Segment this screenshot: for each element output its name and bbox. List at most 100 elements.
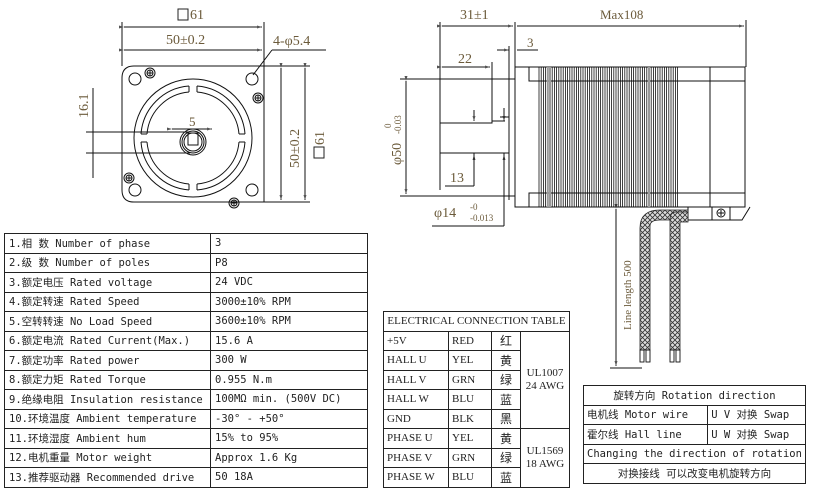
spec-label: 2.级 数 Number of poles: [4, 252, 211, 273]
spec-label: 11.环境湿度 Ambient hum: [4, 428, 211, 449]
rotation-direction-table: 旋转方向 Rotation direction 电机线 Motor wire U…: [582, 385, 806, 484]
wire-color-cn: 黄: [491, 428, 521, 449]
spec-value: P8: [210, 252, 368, 273]
rotation-action: U W 对换 Swap: [707, 424, 806, 445]
spec-label: 5.空转转速 No Load Speed: [4, 311, 211, 332]
rotation-item: 霍尔线 Hall line: [582, 424, 709, 445]
wire-color-cn: 绿: [491, 447, 521, 468]
screw-icon: [144, 67, 156, 79]
dim-50: 50±0.2: [166, 33, 205, 48]
dim-phi14-tol-lower: -0.013: [470, 213, 494, 223]
rotation-item: 电机线 Motor wire: [582, 404, 709, 425]
shaft-key: [187, 132, 199, 146]
table-row: 10.环境温度 Ambient temperature-30° - +50°: [4, 408, 368, 429]
dim-key: 5: [189, 114, 196, 129]
dim-phi50-tol-lower: -0.03: [393, 115, 403, 134]
wire-color: BLK: [448, 408, 492, 429]
spec-label: 4.额定转速 Rated Speed: [4, 291, 211, 312]
table-row: 6.额定电流 Rated Current(Max.)15.6 A: [4, 330, 368, 351]
signal-name: GND: [383, 408, 449, 429]
screw-icon: [252, 92, 264, 104]
spec-label: 7.额定功率 Rated power: [4, 350, 211, 371]
wire-color: GRN: [448, 447, 492, 468]
mount-hole: [245, 72, 259, 86]
slot-ring-inner: [146, 91, 240, 185]
spec-value: 3: [210, 233, 368, 254]
spec-value: -30° - +50°: [210, 408, 368, 429]
wire-color: YEL: [448, 428, 492, 449]
rotation-action: U V 对换 Swap: [707, 404, 806, 425]
dim-phi50-tol-upper: 0: [383, 123, 393, 128]
spec-value: 0.955 N.m: [210, 369, 368, 390]
signal-name: HALL W: [383, 389, 449, 410]
slot-ring-outer: [140, 85, 246, 191]
spec-value: 50 18A: [210, 467, 368, 488]
wire-color: GRN: [448, 369, 492, 390]
dim-61-v: 61: [313, 131, 328, 145]
screw-icon: [123, 172, 135, 184]
square-symbol-icon: [313, 146, 325, 159]
spec-value: Approx 1.6 Kg: [210, 447, 368, 468]
dim-61: 61: [190, 8, 204, 23]
rotation-note-cn: 对换接线 可以改变电机旋转方向: [583, 463, 806, 484]
dim-31: 31±1: [460, 8, 489, 23]
spec-value: 15% to 95%: [210, 428, 368, 449]
spec-label: 13.推荐驱动器 Recommended drive: [4, 467, 211, 488]
cable-1: [639, 209, 689, 351]
wire-spec-line: 24 AWG: [525, 379, 565, 392]
square-symbol-icon: [177, 8, 189, 21]
spec-value: 300 W: [210, 350, 368, 371]
wire-color-cn: 蓝: [491, 389, 521, 410]
wire-color: YEL: [448, 350, 492, 371]
table-row: 霍尔线 Hall line U W 对换 Swap: [582, 424, 806, 445]
screw-icon: [228, 197, 240, 209]
wire-color: RED: [448, 330, 492, 351]
table-row: 电机线 Motor wire U V 对换 Swap: [582, 404, 806, 425]
wire-color-cn: 黄: [491, 350, 521, 371]
mount-hole: [245, 183, 259, 197]
rotation-note-en: Changing the direction of rotation: [583, 443, 806, 464]
outer-ring: [133, 78, 253, 198]
signal-name: PHASE V: [383, 447, 449, 468]
dim-phi50: φ50: [390, 143, 405, 165]
spec-label: 3.额定电压 Rated voltage: [4, 272, 211, 293]
spec-value: 24 VDC: [210, 272, 368, 293]
dim-13: 13: [450, 171, 464, 186]
spec-value: 3000±10% RPM: [210, 291, 368, 312]
mount-hole: [128, 72, 142, 86]
spec-label: 1.相 数 Number of phase: [4, 233, 211, 254]
dim-phi14: φ14: [434, 206, 456, 221]
dim-phi14-tol-upper: -0: [470, 202, 478, 212]
spec-value: 3600±10% RPM: [210, 311, 368, 332]
wire-color-cn: 红: [491, 330, 521, 351]
dim-max108: Max108: [600, 7, 643, 22]
spec-label: 9.绝缘电阻 Insulation resistance: [4, 389, 211, 410]
spec-value: 15.6 A: [210, 330, 368, 351]
dim-50-v: 50±0.2: [288, 129, 303, 168]
signal-name: HALL U: [383, 350, 449, 371]
cable-2: [669, 211, 689, 351]
electrical-table-title: ELECTRICAL CONNECTION TABLE: [383, 311, 570, 332]
wire-spec-line: 18 AWG: [525, 457, 565, 470]
